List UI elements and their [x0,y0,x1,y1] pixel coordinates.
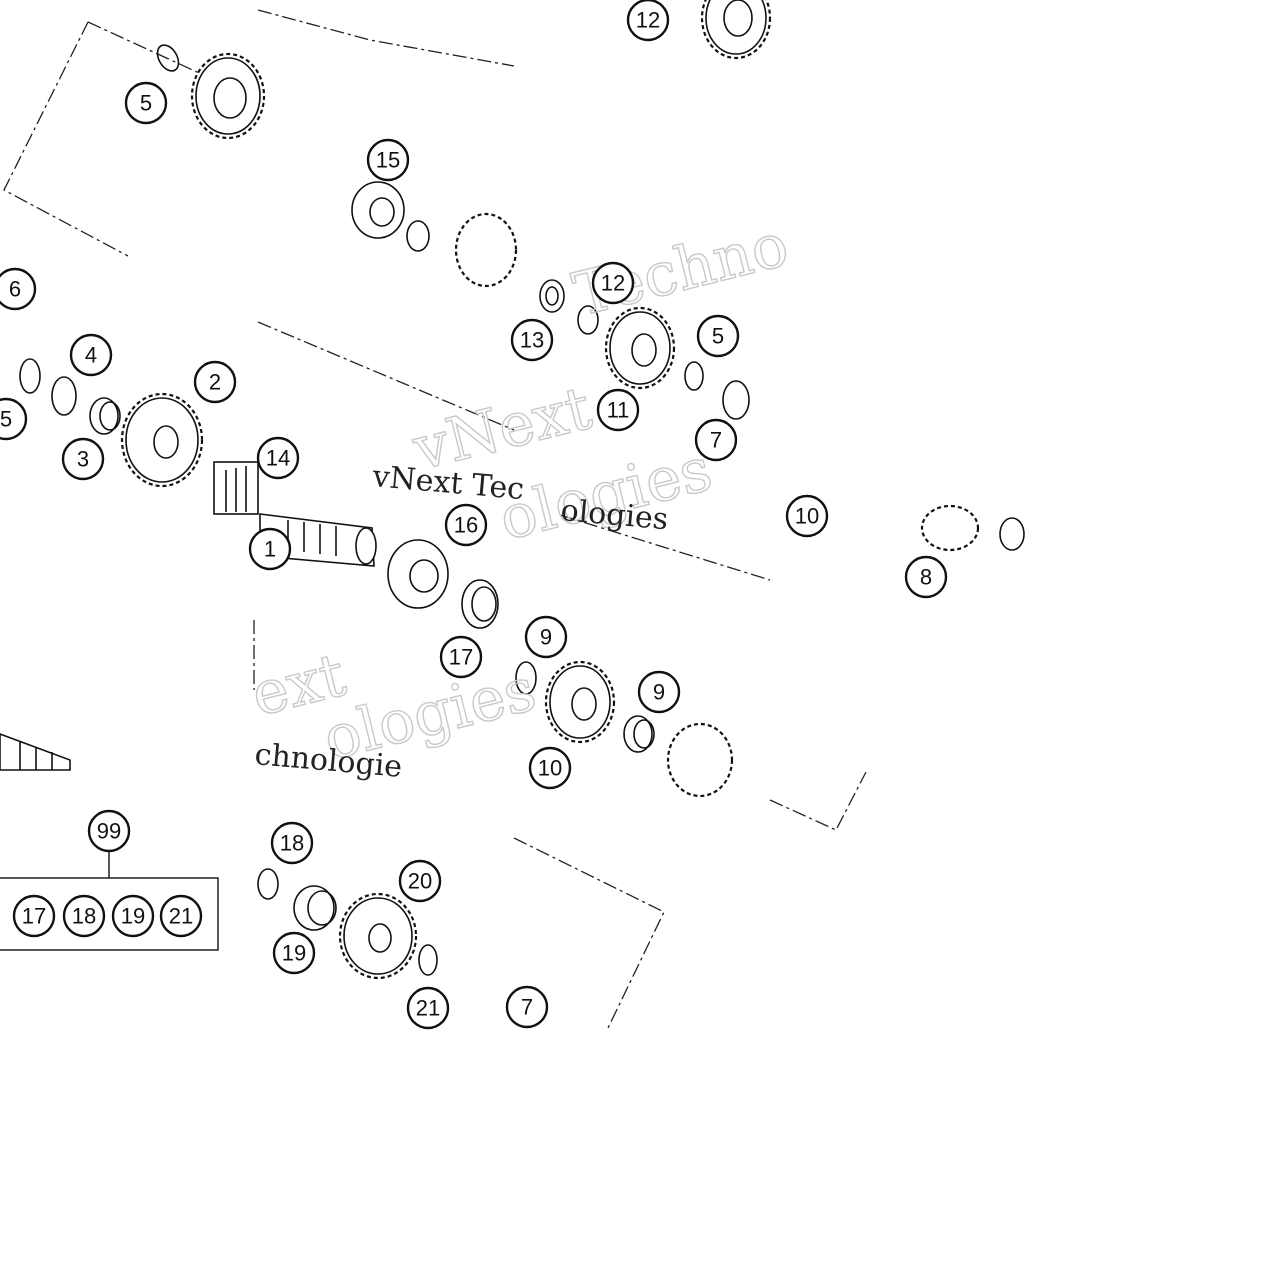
callout-9: 9 [524,615,568,659]
callout-12: 12 [626,0,670,42]
bearing-part-15 [351,181,405,239]
svg-text:6: 6 [9,277,21,302]
seal-part-17 [461,579,499,629]
callout-7: 7 [694,418,738,462]
circlip-part-18 [257,868,279,900]
callout-8: 8 [904,555,948,599]
svg-text:99: 99 [97,819,121,844]
svg-text:7: 7 [710,428,722,453]
callout-5: 5 [0,397,28,441]
shaft-part-1 [0,461,377,771]
gear-part-11 [604,306,676,390]
callout-14: 14 [256,436,300,480]
kit-callout-19: 19 [111,894,155,938]
callout-21: 21 [406,986,450,1030]
svg-text:5: 5 [712,324,724,349]
svg-text:4: 4 [85,343,97,368]
callout-19: 19 [272,931,316,975]
callout-10: 10 [528,746,572,790]
bushing-part-9a [515,661,537,695]
bushing-part-9b [623,715,655,753]
washer-part-15 [406,220,430,252]
svg-text:5: 5 [0,407,12,432]
svg-text:14: 14 [266,446,290,471]
callout-13: 13 [510,318,554,362]
gear-part-10b [666,722,734,798]
gear-part-top-right [700,0,772,60]
callout-3: 3 [61,437,105,481]
svg-text:1: 1 [264,537,276,562]
washer-part-12 [577,305,599,335]
svg-text:8: 8 [920,565,932,590]
svg-text:19: 19 [282,941,306,966]
svg-text:12: 12 [601,271,625,296]
circlip-part-5b [19,358,41,394]
callout-5: 5 [124,81,168,125]
kit-callout-21: 21 [159,894,203,938]
callout-2: 2 [193,360,237,404]
callout-9: 9 [637,670,681,714]
callout-1: 1 [248,527,292,571]
bushing-part-3 [89,397,121,435]
svg-text:21: 21 [416,996,440,1021]
svg-text:5: 5 [140,91,152,116]
svg-text:18: 18 [72,904,96,929]
washer-part-7a [722,380,750,420]
svg-text:9: 9 [540,625,552,650]
bushing-part-19 [293,885,337,931]
callout-15: 15 [366,138,410,182]
kit-callout-17: 17 [12,894,56,938]
svg-text:19: 19 [121,904,145,929]
callout-6: 6 [0,267,37,311]
callout-99: 99 [87,809,131,853]
svg-text:12: 12 [636,8,660,33]
svg-text:2: 2 [209,370,221,395]
callout-12: 12 [591,261,635,305]
washer-part-4 [51,376,77,416]
svg-text:15: 15 [376,148,400,173]
svg-text:13: 13 [520,328,544,353]
svg-text:7: 7 [521,995,533,1020]
svg-text:21: 21 [169,904,193,929]
svg-text:16: 16 [454,513,478,538]
bearing-part-16 [387,539,449,609]
callout-10: 10 [785,494,829,538]
callout-17: 17 [439,635,483,679]
circlip-part-8 [999,517,1025,551]
callout-5: 5 [696,314,740,358]
svg-text:10: 10 [795,504,819,529]
gear-part-10a [544,660,616,744]
svg-text:17: 17 [449,645,473,670]
callout-11: 11 [596,388,640,432]
svg-text:3: 3 [77,447,89,472]
sprocket-part-20 [338,892,418,980]
gear-part-15 [454,212,518,288]
callout-18: 18 [270,821,314,865]
callout-20: 20 [398,859,442,903]
svg-text:11: 11 [607,398,630,423]
callout-4: 4 [69,333,113,377]
svg-text:18: 18 [280,831,304,856]
svg-text:20: 20 [408,869,432,894]
circlip-part-5c [684,361,704,391]
circlip-part [156,44,180,72]
svg-text:9: 9 [653,680,665,705]
kit-99-box [0,852,219,951]
kit-callout-18: 18 [62,894,106,938]
watermark: vNext vNext Tec Techno ologies ologies e… [244,209,796,785]
needle-bearing-part-13 [539,279,565,313]
gear-part-upper-left [190,52,266,140]
gear-part-2 [120,392,204,488]
circlip-part-21 [418,944,438,976]
callout-16: 16 [444,503,488,547]
svg-text:10: 10 [538,756,562,781]
callout-7: 7 [505,985,549,1029]
gear-part-8 [920,504,980,552]
svg-text:17: 17 [22,904,46,929]
